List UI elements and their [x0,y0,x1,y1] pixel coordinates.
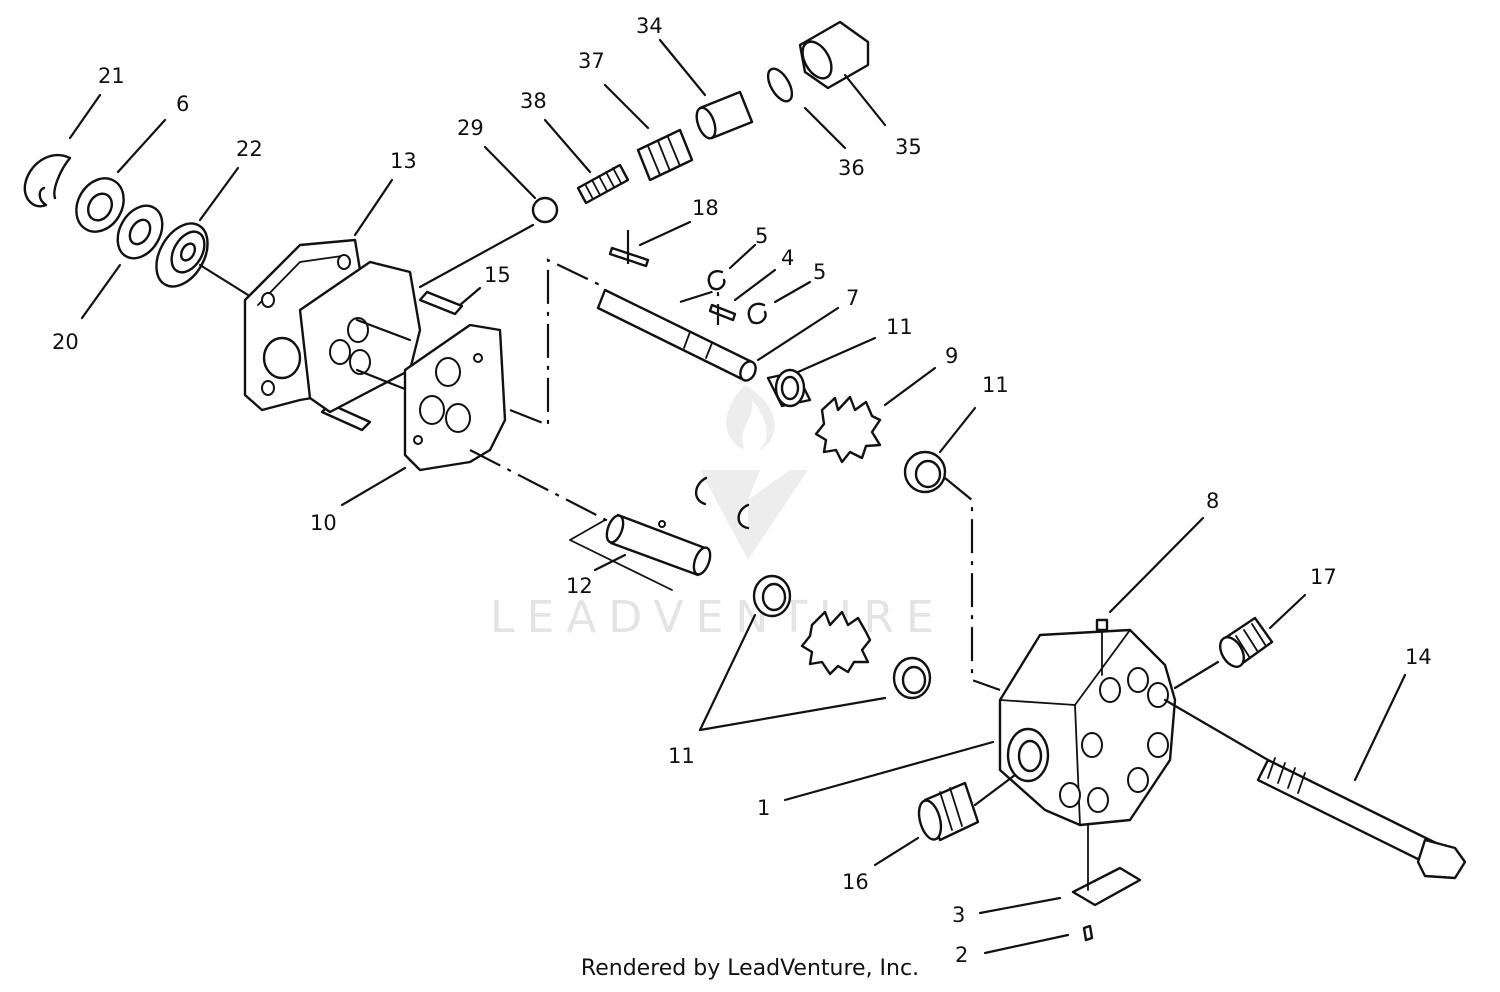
part-11-bushing [903,450,947,494]
callout-2: 2 [955,943,968,967]
part-gear-lower [800,610,872,676]
callout-7: 7 [846,286,859,310]
callout-11c: 11 [668,744,695,768]
part-4-pin [708,303,737,322]
part-37-spring [636,128,694,182]
callout-11: 11 [886,315,913,339]
callout-9: 9 [945,344,958,368]
part-port-plate [298,260,422,414]
callout-36: 36 [838,156,865,180]
callout-12: 12 [566,574,593,598]
watermark-text: LEADVENTURE [490,592,946,643]
part-16-fitting [917,781,980,842]
part-2-screw [1082,924,1094,942]
callout-5: 5 [755,224,768,248]
part-34-spool [695,90,754,140]
callout-29: 29 [457,116,484,140]
callout-35: 35 [895,135,922,159]
callout-13: 13 [390,149,417,173]
part-11-bushing [892,656,932,700]
part-35-plug [798,20,870,90]
callout-14: 14 [1405,645,1432,669]
part-21-snap-ring [23,153,72,208]
part-7-drive-shaft [596,288,757,382]
part-8-screw [1095,618,1109,676]
part-3-plate [1071,866,1142,907]
part-11-bushing [766,368,812,408]
part-11-bushing [752,574,792,618]
callout-20: 20 [52,330,79,354]
callout-16: 16 [842,870,869,894]
part-5-retaining-ring [747,302,767,325]
part-36-o-ring [766,67,794,103]
part-14-bolt [1256,757,1467,880]
callout-18: 18 [692,196,719,220]
leader-lines [68,38,1407,955]
callout-21: 21 [98,64,125,88]
callout-5b: 5 [813,260,826,284]
callout-15: 15 [484,263,511,287]
footer-credit: Rendered by LeadVenture, Inc. [580,956,920,981]
callout-11b: 11 [982,373,1009,397]
part-5-retaining-ring [707,270,726,291]
part-9-gear [814,395,882,464]
watermark: LEADVENTURE [490,385,946,643]
part-29-ball [531,196,559,224]
callout-8: 8 [1206,489,1219,513]
callout-17: 17 [1310,565,1337,589]
part-10-gasket [403,323,507,472]
part-38-spring [576,163,630,205]
callout-10: 10 [310,511,337,535]
callout-22: 22 [236,137,263,161]
callout-3: 3 [952,903,965,927]
part-retaining-ring [694,476,708,506]
part-retaining-ring [737,503,750,530]
part-22-bearing [155,222,209,288]
callout-37: 37 [578,49,605,73]
part-6-seal [75,177,125,233]
part-1-pump-body [998,628,1177,827]
part-20-washer [116,204,164,260]
callout-6: 6 [176,92,189,116]
callout-4: 4 [781,246,794,270]
callout-34: 34 [636,14,663,38]
callout-38: 38 [520,89,547,113]
watermark-flame-icon [726,385,775,452]
callout-labels: 21 6 22 13 20 29 38 37 34 36 35 18 5 4 5… [52,14,1432,967]
part-17-fitting [1219,616,1274,668]
watermark-logo-icon [700,470,808,560]
part-12-idler-shaft [569,513,712,591]
callout-1: 1 [757,796,770,820]
